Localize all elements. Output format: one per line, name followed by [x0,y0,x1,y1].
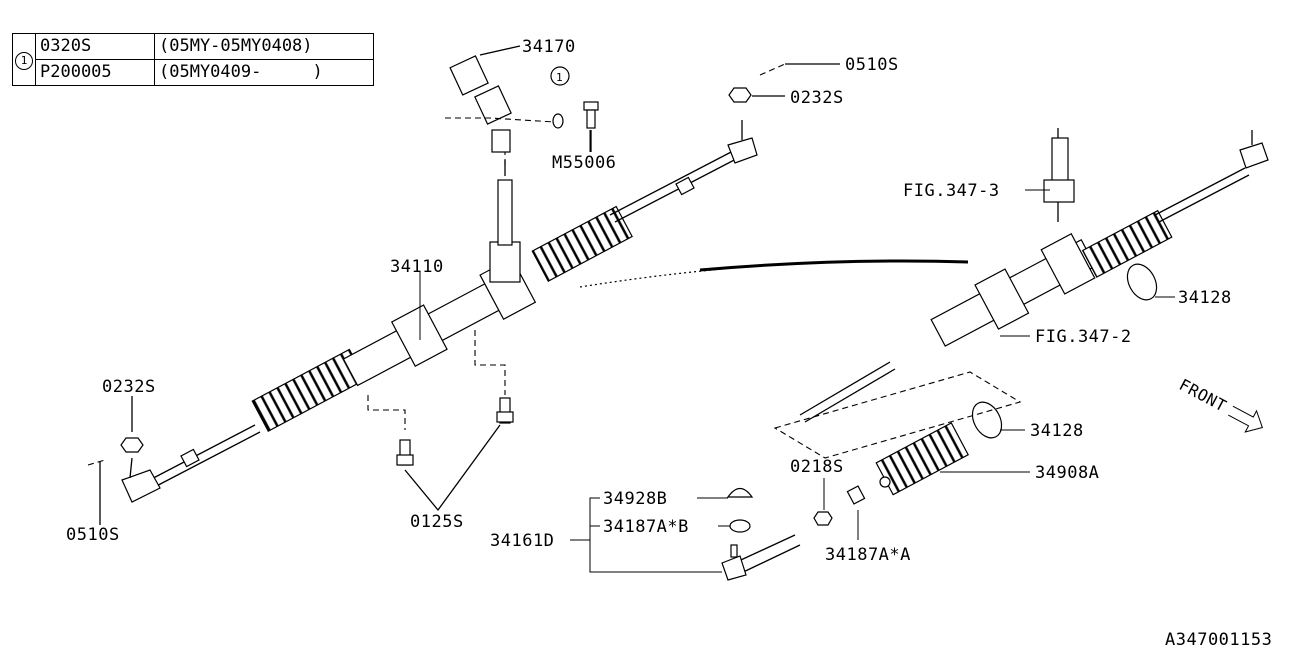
nut-left [120,437,144,453]
steering-rack-detail [799,128,1269,423]
legend-part: 0320S [35,33,155,60]
label-34187aa: 34187A*A [825,545,911,565]
legend-range: (05MY-05MY0408) [154,33,374,60]
legend-marker: 1 [12,33,36,86]
front-label: FRONT [1176,375,1230,416]
dust-cap [726,487,754,498]
marker-circle [550,66,570,86]
label-fig347-2: FIG.347-2 [1035,327,1132,347]
label-fig347-3: FIG.347-3 [903,181,1000,201]
legend-part: P200005 [35,59,155,86]
bolt-m55006 [583,101,599,152]
steering-rack-main [121,120,758,503]
boot-right [531,205,633,282]
legend-row: 1 0320S (05MY-05MY0408) [12,33,374,86]
clamp [846,485,866,505]
universal-joint-34170 [445,45,556,153]
nut-0218s [813,511,833,526]
tie-rod-end-left [121,469,161,503]
label-0510s-left: 0510S [66,525,120,545]
diagram-code: A347001153 [1165,630,1272,650]
label-34128-lower: 34128 [1030,421,1084,441]
seal-ring [729,519,751,533]
label-m55006: M55006 [552,153,616,173]
bolts-0125s [396,397,514,512]
label-34128-upper: 34128 [1178,288,1232,308]
leader-lines [419,130,1175,573]
label-34110: 34110 [390,257,444,277]
detail-tie-rod-end [1239,142,1269,169]
label-34187ab: 34187A*B [603,517,689,537]
o-ring-upper [1126,263,1158,301]
tie-rod-end-right [727,137,758,164]
washer [552,113,564,129]
label-0232s-top: 0232S [790,88,844,108]
legend-table: 1 0320S (05MY-05MY0408) P200005 (05MY040… [12,33,374,86]
marker-label: 1 [556,71,563,84]
legend-range: (05MY0409- ) [154,59,374,86]
label-34928b: 34928B [603,489,667,509]
label-0510s-top: 0510S [845,55,899,75]
o-ring-lower [971,401,1003,439]
label-34161d: 34161D [490,531,554,551]
circled-number: 1 [15,52,33,70]
label-34170: 34170 [522,37,576,57]
label-34908a: 34908A [1035,463,1099,483]
label-0125s: 0125S [410,512,464,532]
front-arrow: FRONT [1176,375,1264,433]
legend-row: P200005 (05MY0409- ) [13,59,374,86]
tie-rod-end-34161d [721,534,801,581]
nut-top [728,87,752,103]
label-0232s-left: 0232S [102,377,156,397]
label-0218s: 0218S [790,457,844,477]
